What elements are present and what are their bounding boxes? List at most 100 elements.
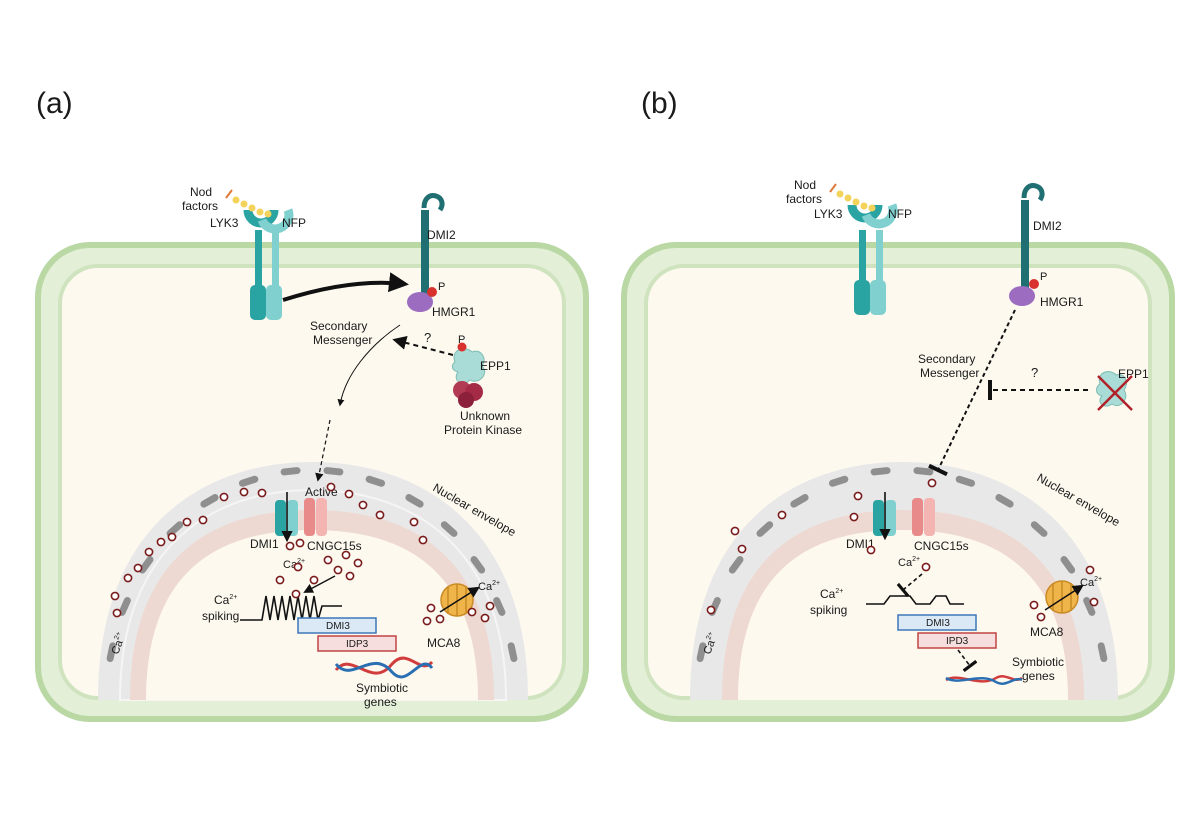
messenger-inhibition-line <box>928 309 1016 477</box>
phosphate-label: P <box>1040 271 1047 283</box>
calcium-ion <box>480 613 490 623</box>
calcium-spiking-label: Ca2+spiking <box>202 593 239 623</box>
calcium-ion <box>295 538 305 548</box>
calcium-ion <box>285 541 295 551</box>
hmgr1-label: HMGR1 <box>1040 295 1084 309</box>
dmi2-receptor <box>407 193 445 312</box>
calcium-ion <box>323 555 333 565</box>
calcium-ion <box>275 575 285 585</box>
phosphate-dot <box>427 287 437 297</box>
calcium-ion <box>1036 612 1046 622</box>
calcium-spiking-trace <box>240 595 342 621</box>
mca8-label: MCA8 <box>427 636 461 650</box>
nuclear-pore <box>493 597 506 616</box>
calcium-ion <box>418 535 428 545</box>
calcium-ion <box>435 614 445 624</box>
calcium-ion <box>737 544 747 554</box>
dmi2-receptor <box>1009 183 1045 306</box>
calcium-ion <box>144 547 154 557</box>
nuclear-pore <box>955 475 976 487</box>
dmi2-label: DMI2 <box>1033 219 1062 233</box>
envelope-calcium-label: Ca2+ <box>109 631 129 656</box>
envelope-calcium-label: Ca2+ <box>701 631 721 656</box>
epp1-dashed-arrow <box>392 336 454 356</box>
dmi1-channel <box>275 492 298 543</box>
dmi3-label: DMI3 <box>326 621 350 632</box>
calcium-ion <box>853 491 863 501</box>
question-mark: ? <box>424 330 431 345</box>
phosphate-dot <box>1029 279 1039 289</box>
nod-factor-molecule <box>225 189 272 218</box>
dmi1-label: DMI1 <box>250 537 279 551</box>
nuclear-pore <box>138 556 154 574</box>
mca8-channel <box>439 583 480 617</box>
ipd3-label: IPD3 <box>946 636 969 647</box>
nuclear-pore <box>696 642 707 663</box>
nuclear-pore <box>1097 642 1108 663</box>
nuclear-pore <box>405 494 424 508</box>
nuclear-pore <box>280 467 301 476</box>
hmgr1-label: HMGR1 <box>432 305 476 319</box>
epp1-label: EPP1 <box>480 359 511 373</box>
calcium-ion <box>409 517 419 527</box>
calcium-ion <box>422 616 432 626</box>
phosphate-label: P <box>438 281 445 293</box>
nuclear-pore <box>1060 556 1076 574</box>
calcium-ion <box>133 563 143 573</box>
calcium-ions <box>706 478 1099 622</box>
dmi2-label: DMI2 <box>427 228 456 242</box>
lyk3-label: LYK3 <box>210 216 239 230</box>
calcium-ion <box>485 601 495 611</box>
nuclear-pore <box>1030 521 1048 537</box>
cngc15-channel <box>912 498 935 536</box>
panel-a-label: (a) <box>36 87 73 120</box>
dna-helix-inactive <box>945 675 1023 685</box>
calcium-ion <box>333 565 343 575</box>
messenger-to-nucleus-arrow <box>315 419 331 482</box>
calcium-ion <box>156 537 166 547</box>
calcium-ion <box>866 545 876 555</box>
cngc15s-label: CNGC15s <box>307 539 362 553</box>
mca8-label: MCA8 <box>1030 625 1064 639</box>
unknown-kinase <box>453 381 483 408</box>
calcium-ion <box>426 603 436 613</box>
calcium-spiking-label: Ca2+spiking <box>810 587 847 617</box>
nuclear-pore <box>790 494 809 508</box>
calcium-spiking-trace-flat <box>866 595 964 605</box>
calcium-ion <box>167 532 177 542</box>
nfp-label: NFP <box>888 207 912 221</box>
nuclear-pore <box>238 475 259 487</box>
calcium-ion <box>921 562 931 572</box>
nuclear-pore <box>756 521 774 537</box>
calcium-ion <box>123 573 133 583</box>
mca8-calcium-label: Ca2+ <box>1080 576 1102 589</box>
cngc15-channel <box>304 498 327 536</box>
nuclear-pore <box>995 494 1014 508</box>
dmi1-channel <box>873 492 896 541</box>
calcium-ion <box>375 510 385 520</box>
idp3-label: IDP3 <box>346 639 369 650</box>
panel-b-label: (b) <box>641 87 678 120</box>
nuclear-pore <box>323 467 344 476</box>
calcium-ion <box>849 512 859 522</box>
calcium-ion <box>1029 600 1039 610</box>
receptor-to-dmi2-arrow <box>282 272 409 302</box>
calcium-ion <box>777 510 787 520</box>
calcium-ion <box>730 526 740 536</box>
nuclear-pore <box>507 642 518 663</box>
dna-helix <box>334 656 434 679</box>
calcium-ion <box>353 558 363 568</box>
nucleoplasm <box>146 530 478 700</box>
epp1-phosphate-label: P <box>458 334 465 346</box>
idp3-box <box>317 635 397 652</box>
calcium-ion <box>927 478 937 488</box>
nuclear-pore <box>200 494 219 508</box>
epp1-protein <box>451 342 486 384</box>
